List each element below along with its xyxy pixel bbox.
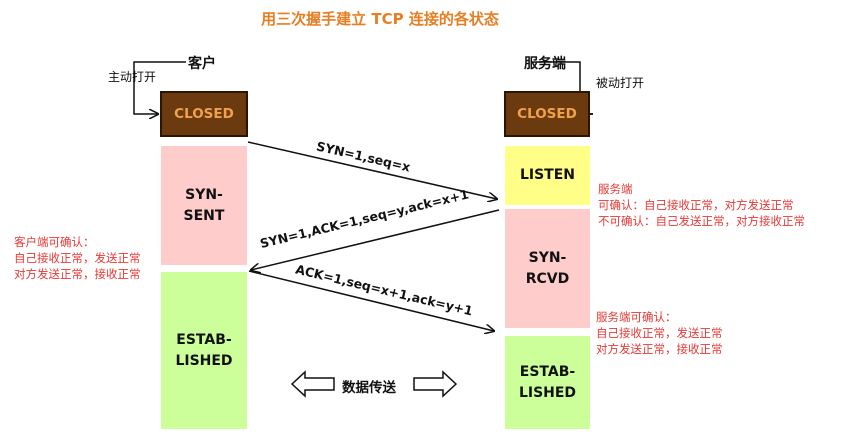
- server-open-label: 被动打开: [596, 76, 645, 90]
- server-state-closed: CLOSED: [504, 91, 590, 137]
- server-note-listen: 服务端 可确认：自己接收正常，对方发送正常 不可确认：自己发送正常，对方接收正常: [598, 182, 805, 228]
- client-open-loop: [133, 61, 186, 114]
- server-title: 服务端: [524, 56, 566, 72]
- transfer-right-arrow: [413, 370, 458, 398]
- client-title: 客户: [188, 56, 216, 72]
- client-open-label: 主动打开: [108, 70, 157, 84]
- syn-ack-arrow: [251, 209, 500, 270]
- ack-arrow: [248, 270, 494, 331]
- diagram-title: 用三次握手建立 TCP 连接的各状态: [261, 10, 499, 28]
- server-state-listen: LISTEN: [505, 146, 590, 205]
- transfer-left-arrow: [290, 370, 335, 398]
- client-state-syn-sent: SYN- SENT: [161, 146, 247, 265]
- syn-arrow: [247, 141, 497, 199]
- server-note-established: 服务端可确认： 自己接收正常，发送正常 对方发送正常，接收正常: [596, 310, 723, 356]
- transfer-label: 数据传送: [342, 380, 396, 396]
- client-state-closed: CLOSED: [160, 91, 248, 137]
- server-state-established: ESTAB- LISHED: [505, 336, 590, 429]
- client-note: 客户端可确认： 自己接收正常，发送正常 对方发送正常，接收正常: [14, 235, 141, 281]
- server-state-syn-rcvd: SYN- RCVD: [505, 209, 590, 328]
- client-state-established: ESTAB- LISHED: [161, 272, 247, 429]
